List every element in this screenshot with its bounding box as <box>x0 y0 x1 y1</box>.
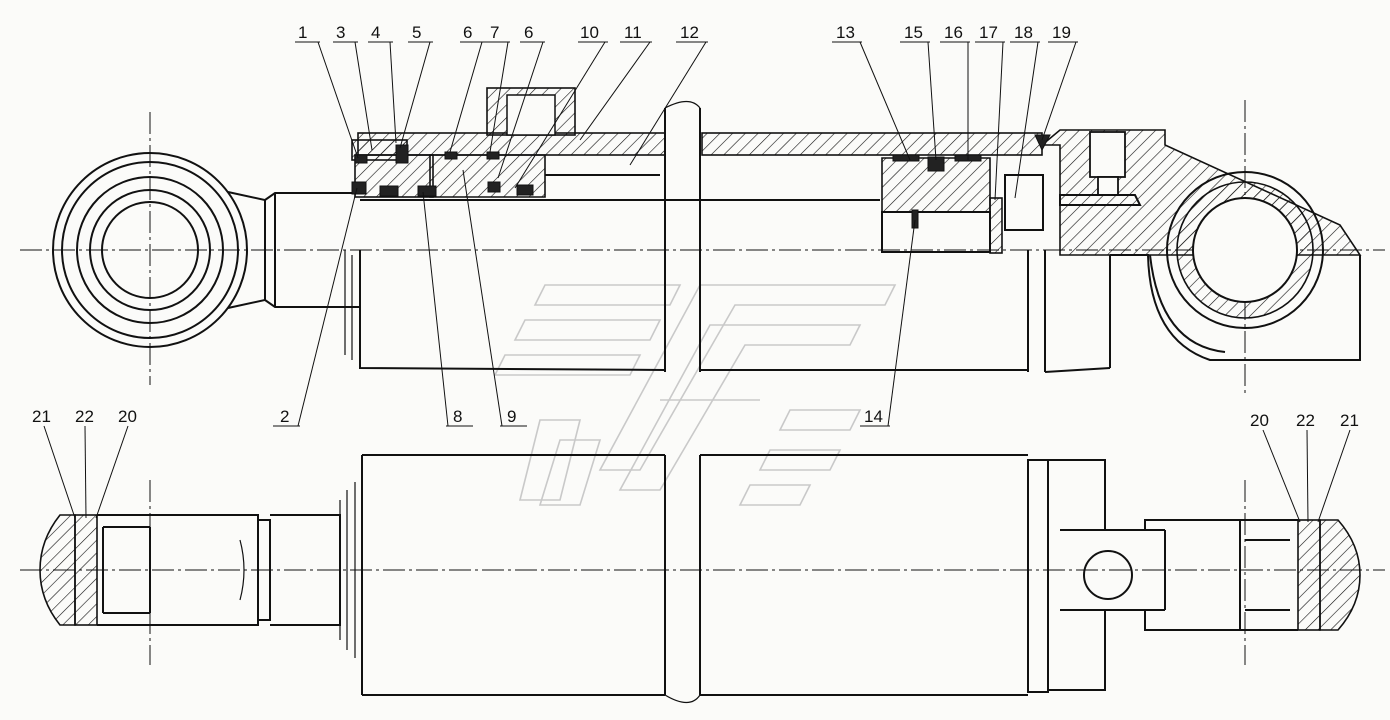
callout-22-right: 22 <box>1296 411 1315 430</box>
callout-8: 8 <box>453 407 462 426</box>
callout-21-left: 21 <box>32 407 51 426</box>
callout-20-right: 20 <box>1250 411 1269 430</box>
callout-1: 1 <box>298 23 307 42</box>
callout-14: 14 <box>864 407 883 426</box>
top-section-view <box>20 87 1385 704</box>
watermark-logo <box>493 284 897 506</box>
callout-labels: 1 3 4 5 6 7 6 10 11 12 13 15 16 17 18 19… <box>32 23 1359 430</box>
callout-4: 4 <box>371 23 380 42</box>
callout-19: 19 <box>1052 23 1071 42</box>
callout-18: 18 <box>1014 23 1033 42</box>
callout-20-left: 20 <box>118 407 137 426</box>
callout-6-right: 6 <box>524 23 533 42</box>
callout-16: 16 <box>944 23 963 42</box>
callout-6-left: 6 <box>463 23 472 42</box>
callout-17: 17 <box>979 23 998 42</box>
callout-22-left: 22 <box>75 407 94 426</box>
callout-11: 11 <box>624 23 642 42</box>
callout-13: 13 <box>836 23 855 42</box>
end-cap <box>1004 129 1362 361</box>
callout-12: 12 <box>680 23 699 42</box>
callout-5: 5 <box>412 23 421 42</box>
gland-seals <box>351 144 534 197</box>
rod-eye <box>52 152 266 348</box>
callout-21-right: 21 <box>1340 411 1359 430</box>
callout-7: 7 <box>490 23 499 42</box>
bottom-exterior-view <box>20 454 1385 696</box>
callout-9: 9 <box>507 407 516 426</box>
leader-lines <box>43 41 1351 523</box>
piston <box>881 154 1003 254</box>
callout-10: 10 <box>580 23 599 42</box>
callout-2: 2 <box>280 407 289 426</box>
callout-3: 3 <box>336 23 345 42</box>
callout-15: 15 <box>904 23 923 42</box>
